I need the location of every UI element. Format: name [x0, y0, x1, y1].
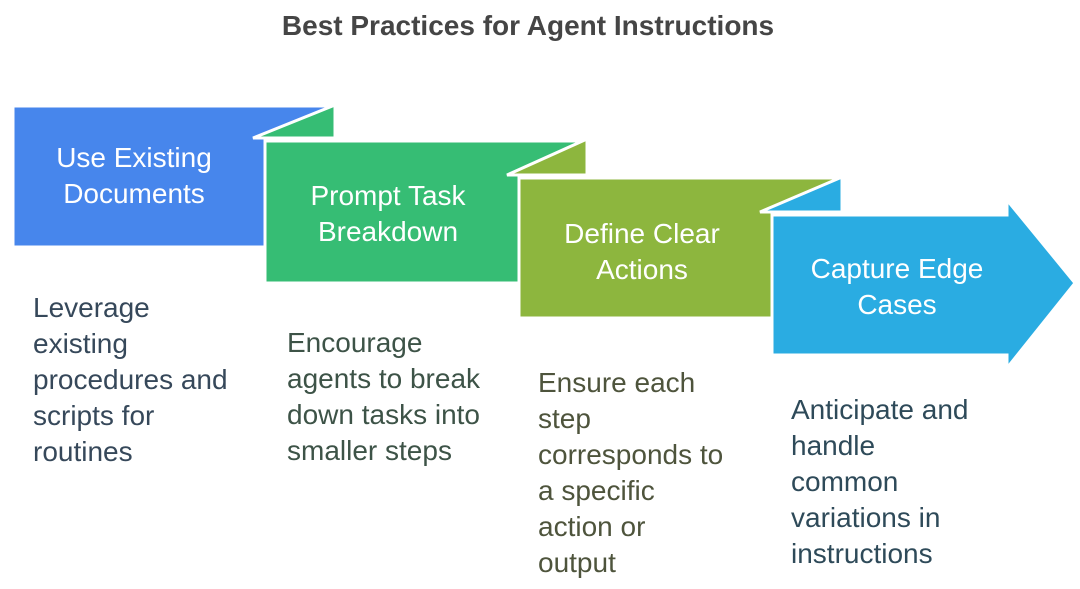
block-heading-prompt-task-breakdown: Prompt Task Breakdown — [310, 180, 466, 247]
ribbon-define-clear-actions-fold — [506, 136, 589, 177]
block-description-prompt-task-breakdown: Encourage agents to break down tasks int… — [287, 327, 481, 466]
block-description-capture-edge-cases: Anticipate and handle common variations … — [791, 394, 969, 569]
ribbon-prompt-task-breakdown-fold — [252, 102, 337, 140]
diagram-title: Best Practices for Agent Instructions — [281, 10, 775, 41]
block-description-use-existing-documents: Leverage existing procedures and scripts… — [33, 292, 228, 467]
ribbon-capture-edge-cases-arrow-shape — [770, 195, 1077, 373]
block-heading-define-clear-actions: Define Clear Actions — [564, 218, 720, 285]
ribbon-capture-edge-cases-fold — [759, 174, 844, 214]
block-heading-capture-edge-cases: Capture Edge Cases — [810, 253, 984, 320]
block-description-define-clear-actions: Ensure each step corresponds to a specif… — [538, 367, 724, 578]
block-heading-use-existing-documents: Use Existing Documents — [56, 142, 212, 209]
